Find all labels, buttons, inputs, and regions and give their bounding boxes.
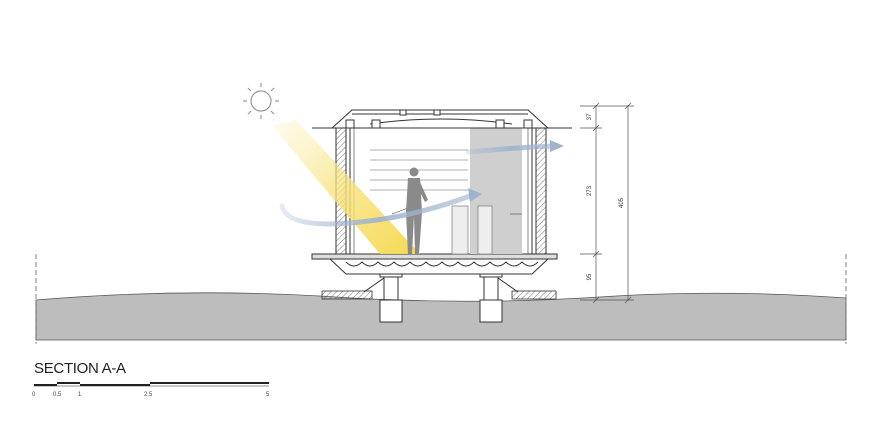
dimension-interior: 273 [587,185,593,196]
footing-right [479,299,503,323]
dimension-lines [580,102,634,304]
scale-tick-1: 0.5 [53,392,62,398]
ground-pad-right [511,290,557,300]
ground [35,292,847,341]
interior-fittings [370,149,522,255]
dimension-roof: 37 [587,113,593,120]
drawing-title: SECTION A-A [34,360,126,377]
dimension-total: 405 [619,197,625,208]
dimension-floor: 95 [587,273,593,280]
airflow-upper-arrow [465,143,555,155]
roof [312,109,572,129]
scale-tick-2: 1 [78,392,82,398]
ground-pad-left [321,290,373,300]
person-figure [406,167,428,254]
scale-bar [34,382,269,387]
sun-icon [243,83,279,119]
floor-platform [311,253,558,275]
scale-tick-0: 0 [32,392,36,398]
footing-left [379,299,403,323]
support-structure [363,271,519,300]
scale-tick-3: 2.5 [144,392,153,398]
scale-tick-4: 5 [266,392,270,398]
airflow-lower-arrow [279,193,473,227]
airflow-upper-arrowhead [550,140,564,152]
airflow-lower-arrowhead [468,188,482,202]
